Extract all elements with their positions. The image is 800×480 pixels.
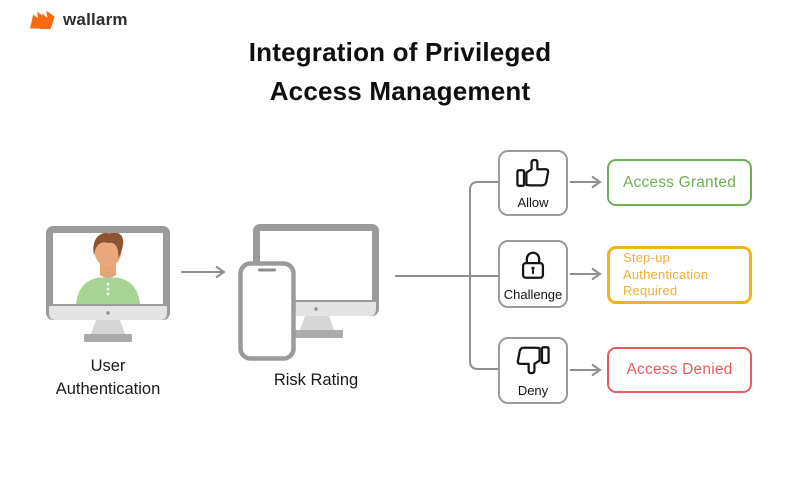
thumbs-down-icon (516, 346, 550, 375)
user-avatar (76, 233, 140, 304)
access-denied-box: Access Denied (607, 347, 752, 393)
allow-result-arrow (570, 175, 602, 189)
decision-box-deny: Deny (498, 337, 568, 404)
page-title-line1: Integration of Privileged (248, 37, 552, 67)
step-up-authentication-box: Step-up Authentication Required (607, 246, 752, 304)
user-authentication-label: User Authentication (18, 355, 198, 401)
user-authentication-label-line1: User (90, 357, 126, 375)
page-title: Integration of Privileged Access Managem… (0, 33, 800, 111)
wallarm-logo: wallarm (30, 9, 128, 30)
risk-rating-label: Risk Rating (248, 369, 384, 392)
access-granted-box: Access Granted (607, 159, 752, 206)
decision-label-deny: Deny (517, 383, 549, 398)
desktop-monitor-user-icon (46, 226, 170, 342)
challenge-result-arrow (570, 267, 602, 281)
access-granted-text: Access Granted (622, 173, 737, 191)
smartphone-icon (238, 261, 296, 361)
step-up-authentication-text: Step-up Authentication Required (623, 250, 709, 299)
decision-box-allow: Allow (498, 150, 568, 216)
user-authentication-label-line2: Authentication (55, 380, 161, 398)
decision-box-challenge: Challenge (498, 240, 568, 308)
wallarm-logo-icon (30, 10, 55, 29)
flow-arrow-1 (181, 265, 226, 279)
deny-result-arrow (570, 363, 602, 377)
thumbs-up-icon (516, 158, 550, 187)
access-denied-text: Access Denied (626, 361, 733, 378)
decision-label-allow: Allow (517, 195, 549, 210)
page-title-line2: Access Management (269, 76, 531, 106)
decision-label-challenge: Challenge (503, 287, 563, 302)
branch-connector-lines (395, 181, 498, 370)
lock-icon (521, 251, 545, 279)
wallarm-wordmark: wallarm (63, 9, 128, 29)
risk-rating-label-text: Risk Rating (273, 371, 359, 389)
